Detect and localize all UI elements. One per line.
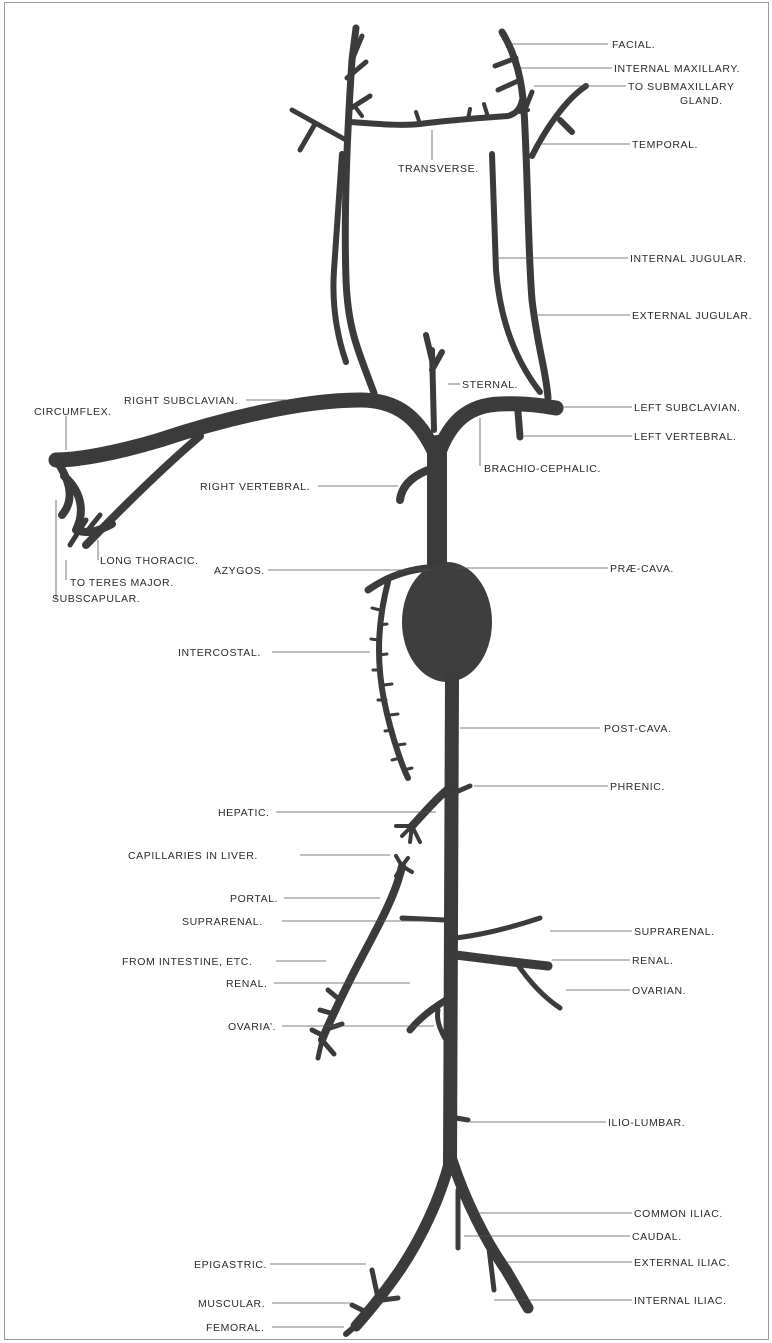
label-epigastric: EPIGASTRIC. (194, 1259, 267, 1271)
left-vertebral-vein (518, 412, 520, 437)
suprarenal-right-vein (456, 918, 540, 938)
right-external-jugular-vein (345, 28, 374, 393)
femoral-vein (346, 1324, 358, 1334)
right-subclavian-vein (56, 400, 436, 460)
label-subscapular: SUBSCAPULAR. (52, 593, 140, 605)
label-femoral: FEMORAL. (206, 1322, 264, 1334)
label-intercostal: INTERCOSTAL. (178, 647, 261, 659)
label-common-iliac: COMMON ILIAC. (634, 1208, 723, 1220)
label-ilio-lumbar: ILIO-LUMBAR. (608, 1117, 685, 1129)
right-facial-branch-vein (292, 36, 370, 150)
epigastric-vein (372, 1270, 378, 1298)
label-right-subclavian: RIGHT SUBCLAVIAN. (124, 395, 238, 407)
label-brachio-cephalic: BRACHIO-CEPHALIC. (484, 463, 601, 475)
label-azygos: AZYGOS. (214, 565, 265, 577)
label-internal-iliac: INTERNAL ILIAC. (634, 1295, 727, 1307)
label-capillaries-in-liver: CAPILLARIES IN LIVER. (128, 850, 258, 862)
label-external-iliac: EXTERNAL ILIAC. (634, 1257, 730, 1269)
label-suprarenal-left: SUPRARENAL. (182, 916, 263, 928)
iliac-veins (346, 1160, 528, 1334)
label-long-thoracic: LONG THORACIC. (100, 555, 199, 567)
label-external-jugular: EXTERNAL JUGULAR. (632, 310, 752, 322)
label-prae-cava: PRÆ-CAVA. (610, 563, 674, 575)
ilio-lumbar-vein (456, 1118, 468, 1120)
label-internal-maxillary: INTERNAL MAXILLARY. (614, 63, 740, 75)
sternal-vein (426, 335, 442, 430)
renal-right-vein (456, 955, 548, 966)
hepatic-branches (396, 826, 420, 842)
label-sternal: STERNAL. (462, 379, 518, 391)
label-to-teres-major: TO TERES MAJOR. (70, 577, 174, 589)
label-transverse: TRANSVERSE. (398, 163, 479, 175)
head-neck-veins (292, 28, 586, 430)
label-to-submaxillary-2: GLAND. (680, 95, 723, 107)
label-ovarian-right: OVARIAN. (632, 985, 686, 997)
labels: FACIAL. INTERNAL MAXILLARY. TO SUBMAXILL… (34, 39, 752, 1334)
label-left-vertebral: LEFT VERTEBRAL. (634, 431, 737, 443)
label-to-submaxillary-1: TO SUBMAXILLARY (628, 81, 735, 93)
suprarenal-left-vein (402, 918, 445, 920)
common-iliac-left-vein (452, 1160, 528, 1308)
heart (402, 562, 492, 682)
label-muscular: MUSCULAR. (198, 1298, 265, 1310)
left-subclavian-vein (438, 404, 556, 455)
label-phrenic: PHRENIC. (610, 781, 665, 793)
label-from-intestine: FROM INTESTINE, ETC. (122, 956, 252, 968)
label-temporal: TEMPORAL. (632, 139, 698, 151)
label-internal-jugular: INTERNAL JUGULAR. (630, 253, 747, 265)
post-cava-vein (450, 680, 452, 1165)
abdominal-veins (312, 680, 560, 1165)
label-suprarenal-right: SUPRARENAL. (634, 926, 715, 938)
hepatic-vein (412, 790, 447, 826)
label-post-cava: POST-CAVA. (604, 723, 671, 735)
label-renal-left: RENAL. (226, 978, 268, 990)
label-hepatic: HEPATIC. (218, 807, 270, 819)
label-caudal: CAUDAL. (632, 1231, 682, 1243)
label-left-subclavian: LEFT SUBCLAVIAN. (634, 402, 741, 414)
common-iliac-right-vein (356, 1160, 450, 1326)
label-circumflex: CIRCUMFLEX. (34, 406, 112, 418)
transverse-vein (350, 100, 522, 125)
subclavian-veins (56, 400, 556, 545)
label-renal-right: RENAL. (632, 955, 674, 967)
label-portal: PORTAL. (230, 893, 278, 905)
label-right-vertebral: RIGHT VERTEBRAL. (200, 481, 310, 493)
label-ovarian-left: OVARIA’. (228, 1021, 276, 1033)
temporal-vein (532, 86, 586, 156)
label-facial: FACIAL. (612, 39, 655, 51)
